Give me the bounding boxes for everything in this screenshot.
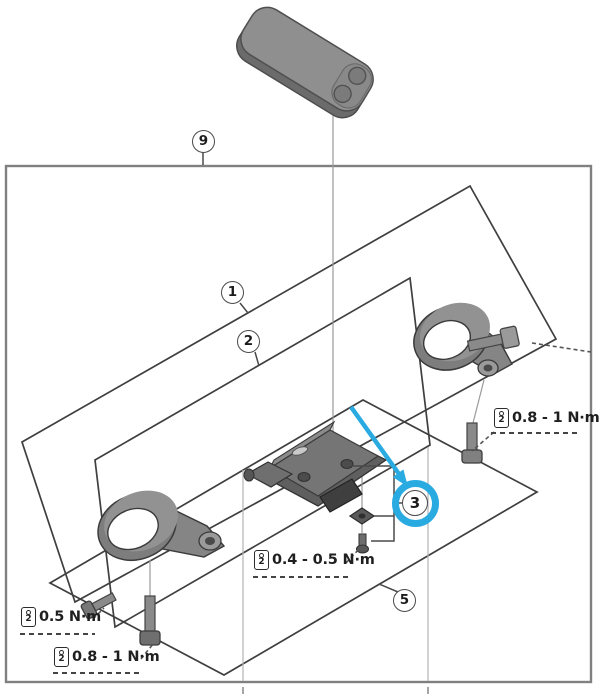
callout-1: 1 [221,281,244,304]
left-clamp-bore [107,507,159,551]
callout-5-label: 5 [399,591,410,608]
horizontal-bolt [466,325,520,352]
callout-5: 5 [393,589,416,612]
hex-wrench-icon: 2 [54,647,69,667]
button-top-icon [348,66,367,86]
bracket-slot [291,446,309,456]
bracket-back-flange [268,420,336,470]
diagram-frame [4,164,593,684]
bracket-left-arm [245,461,294,488]
tiny-bolt-center [355,533,370,554]
axis-lines [149,112,485,597]
crop-ticks [242,687,429,694]
mount-bracket [243,420,388,513]
lower-plate [48,399,539,676]
torque-value: 0.4 - 0.5 N·m [272,552,375,568]
bracket-hole-right [340,459,354,469]
callout-9: 9 [192,130,215,153]
left-clamp-bolt-hole [205,537,215,545]
callout-3: 3 [402,490,428,516]
vertical-bolt-right [461,422,483,464]
torque-label-right: 2 0.8 - 1 N·m [494,407,600,429]
hex-size: 2 [58,653,65,664]
hex-socket-dot-icon [26,609,31,615]
callout-9-label: 9 [198,132,209,149]
display-unit [236,6,374,119]
square-nut [348,507,376,525]
torque-value: 0.8 - 1 N·m [512,410,600,426]
left-clamp-band [97,490,226,561]
hex-size: 2 [498,414,505,425]
right-clamp-bolt-hole [483,364,493,372]
outer-plate [20,184,558,604]
callout-leaders [202,152,402,593]
torque-value: 0.8 - 1 N·m [72,649,160,665]
hex-socket-dot-icon [259,552,264,558]
inner-plate [94,276,431,629]
callout-2: 2 [237,330,260,353]
hex-wrench-icon: 2 [21,607,36,627]
torque-value: 0.5 N·m [39,609,102,625]
hex-wrench-icon: 2 [494,408,509,428]
torque-label-left-small: 2 0.5 N·m [21,606,101,628]
right-clamp-bore [422,319,472,361]
highlight-arrow-shaft [349,405,401,476]
highlight-ring [392,480,439,527]
callout-1-label: 1 [227,283,238,300]
dashed-axis-right [531,342,592,353]
torque-label-left-long: 2 0.8 - 1 N·m [54,646,160,668]
bracket-arm-endcap [243,468,255,482]
hex-socket-dot-icon [59,649,64,655]
hex-size: 2 [25,613,32,624]
button-bottom-icon [333,84,352,104]
bracket-connector [319,478,363,513]
hex-size: 2 [258,556,265,567]
long-bolt-left [139,595,161,646]
torque-label-center: 2 0.4 - 0.5 N·m [254,549,375,571]
dashed-leaders [92,431,495,660]
small-bolt-left [80,592,117,620]
callout-3-label: 3 [409,493,421,512]
hex-wrench-icon: 2 [254,550,269,570]
callout-2-label: 2 [243,332,254,349]
label-underlines [20,432,580,674]
hex-socket-dot-icon [499,410,504,416]
bracket-hole-left [297,472,311,482]
